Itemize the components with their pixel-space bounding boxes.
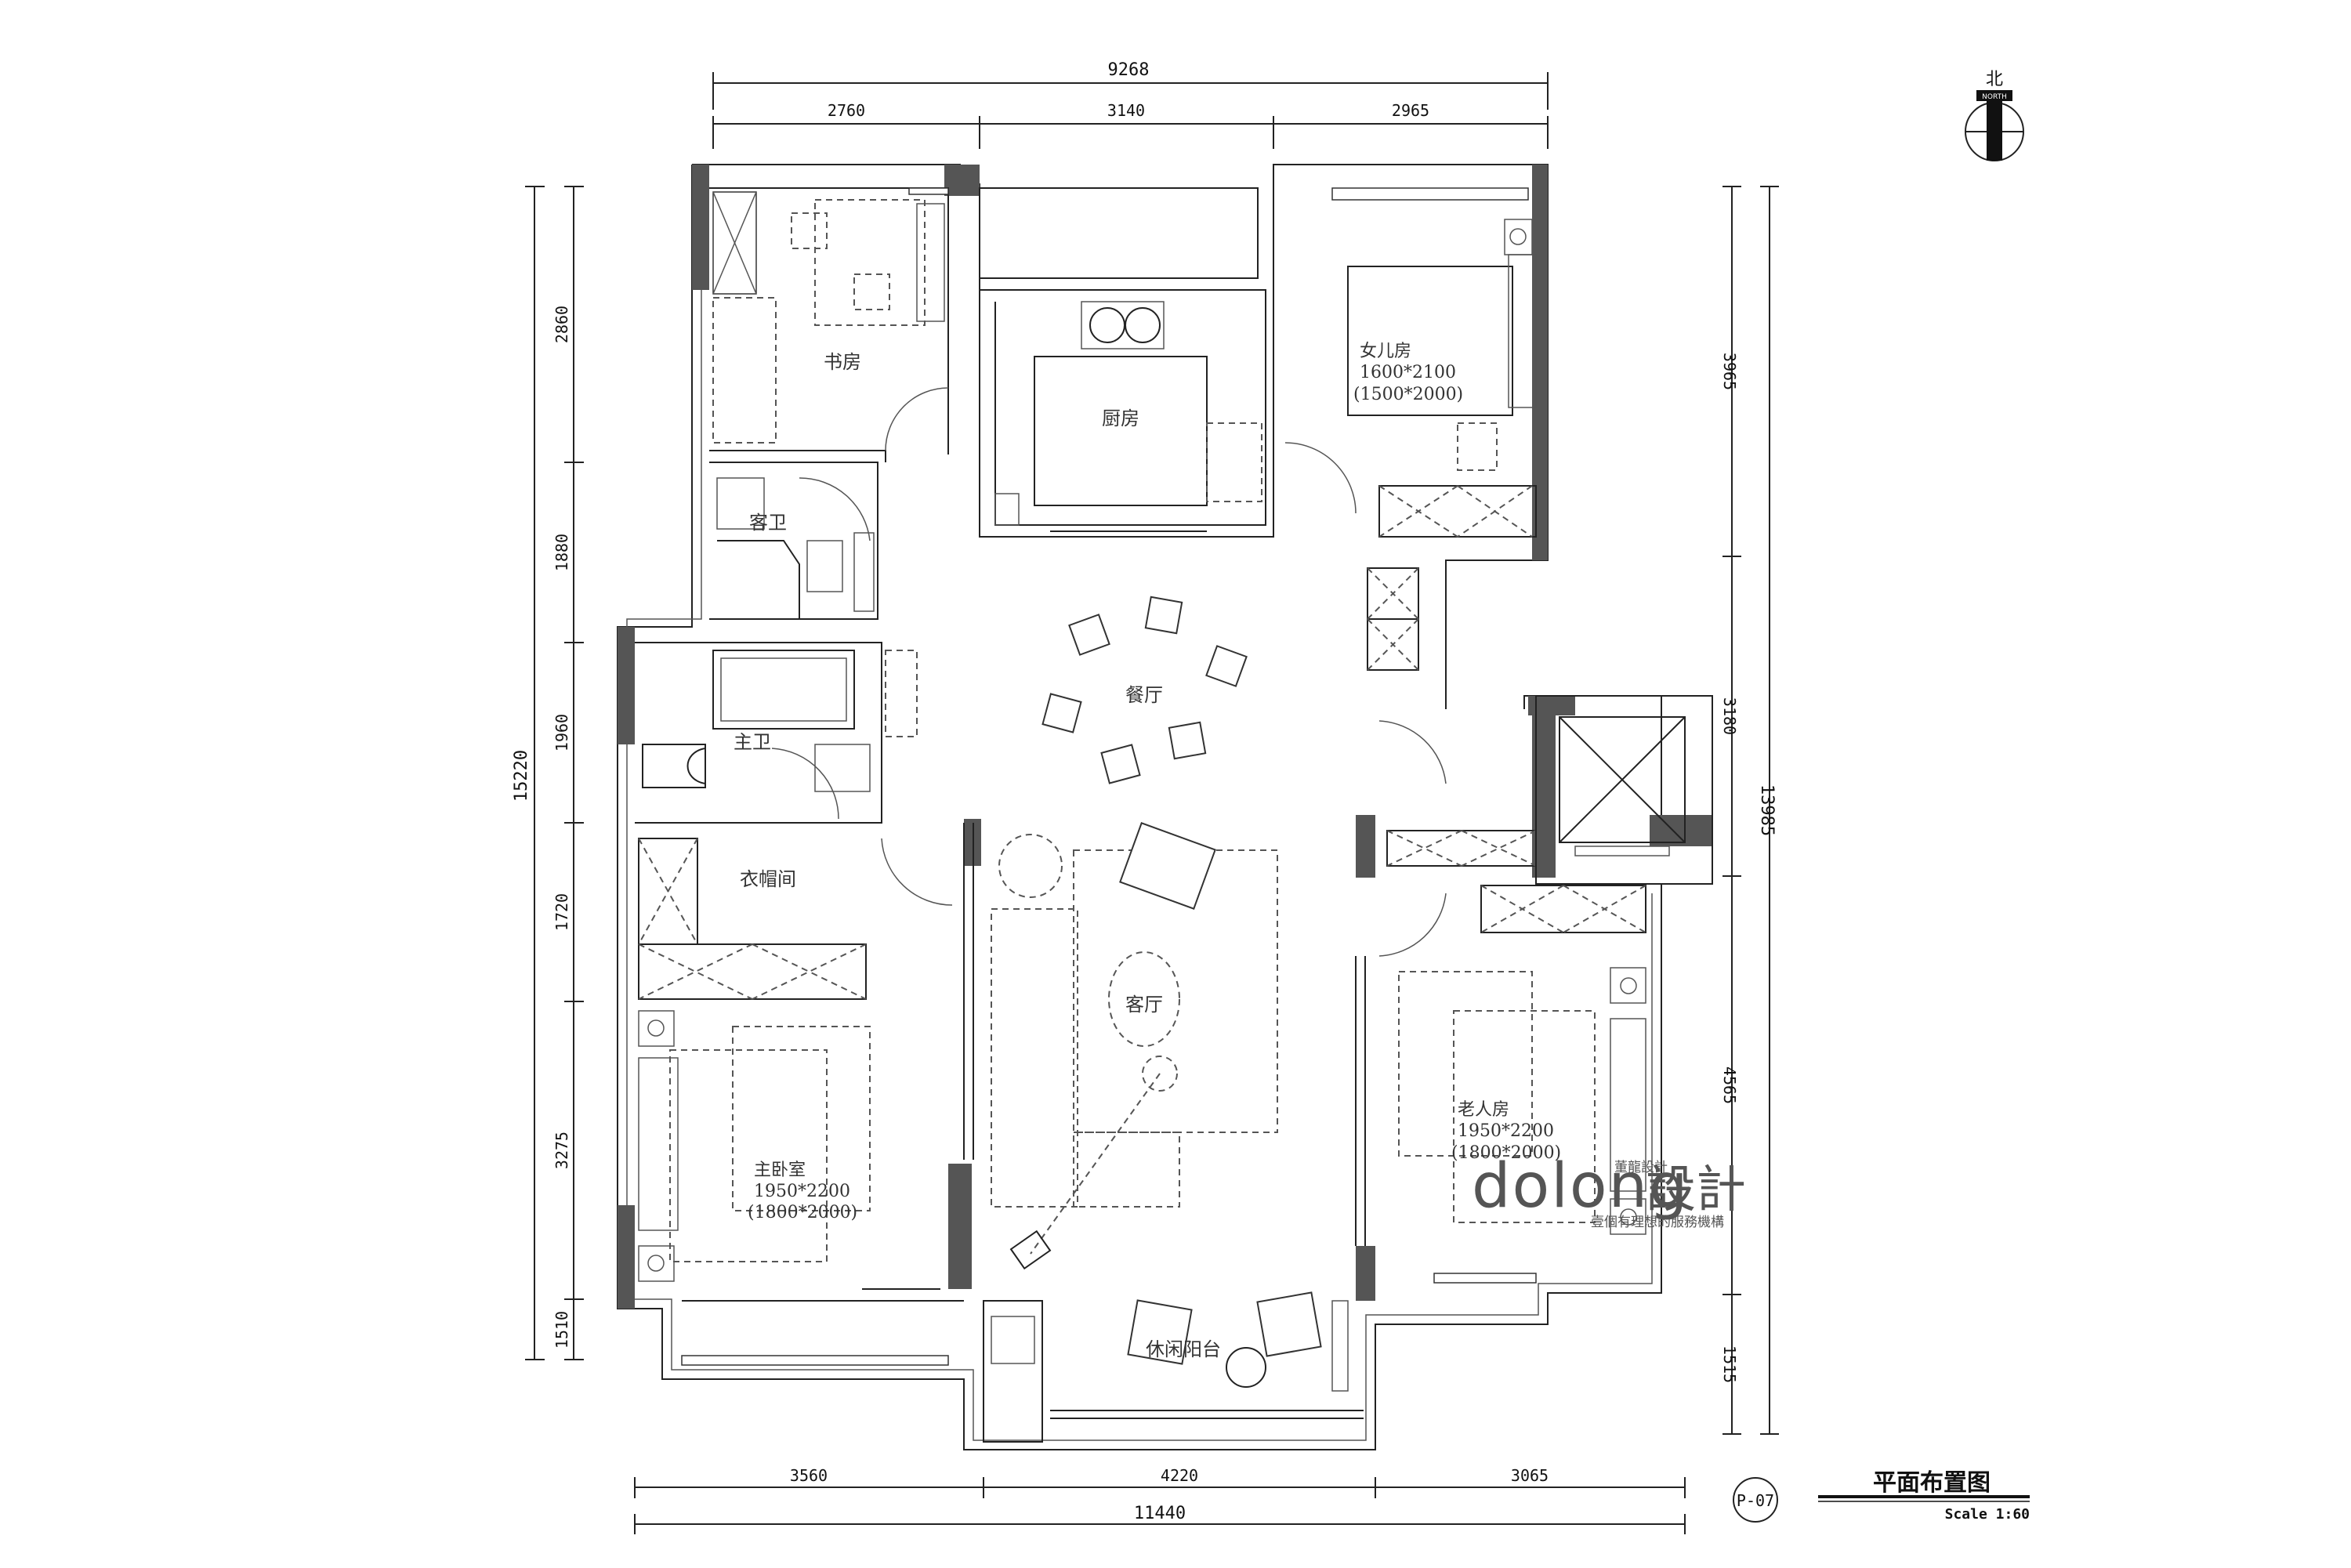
room-label-master-bedroom: 主卧室 [754, 1161, 806, 1180]
room-size-master: 1950*2200 [754, 1182, 850, 1201]
dim-left-seg-5: 3275 [552, 1132, 571, 1169]
room-elder: 老人房 1950*2200 (1800*2000) [1355, 885, 1646, 1284]
dim-left-total: 15220 [512, 750, 531, 802]
dim-right-seg-2: 3180 [1720, 697, 1739, 735]
dim-left-seg-6: 1510 [552, 1311, 571, 1349]
dim-right-total: 13985 [1757, 784, 1777, 836]
room-label-kitchen: 厨房 [1102, 407, 1139, 429]
room-cloakroom: 衣帽间 [638, 838, 953, 1000]
dim-bottom-seg-1: 3560 [790, 1466, 828, 1485]
dim-left-seg-1: 2860 [552, 306, 571, 343]
room-size2-elder: (1800*2000) [1451, 1143, 1561, 1163]
dimension-bottom: 3560 4220 3065 11440 [634, 1466, 1686, 1534]
dimension-top: 9268 2760 3140 2965 [712, 60, 1549, 149]
dim-top-seg-1: 2760 [828, 101, 865, 120]
room-kitchen: 厨房 [979, 187, 1266, 532]
room-study: 书房 [709, 187, 949, 462]
room-living: 客厅 [963, 822, 1278, 1270]
north-arrow: 北 NORTH [1965, 70, 2024, 161]
sheet-number: P-07 [1737, 1491, 1774, 1510]
room-size-elder: 1950*2200 [1458, 1121, 1554, 1141]
dim-right-seg-1: 3965 [1720, 353, 1739, 390]
room-guest-bath: 客卫 [709, 462, 878, 620]
north-label: 北 [1986, 70, 2003, 89]
room-master-bedroom: 主卧室 1950*2200 (1800*2000) [638, 1010, 964, 1366]
watermark-cn: 設計 [1646, 1161, 1746, 1219]
dim-top-seg-3: 2965 [1392, 101, 1429, 120]
drawing-title: 平面布置图 [1873, 1469, 1991, 1497]
room-label-daughter: 女儿房 [1360, 342, 1411, 361]
room-label-living: 客厅 [1125, 994, 1163, 1016]
room-label-study: 书房 [824, 351, 861, 373]
dim-bottom-seg-2: 4220 [1161, 1466, 1198, 1485]
watermark: dolong 設計 董龍設計 壹個有理想的服務機構 [1472, 1151, 1746, 1230]
watermark-slogan: 壹個有理想的服務機構 [1591, 1215, 1724, 1230]
room-size2-master: (1800*2000) [748, 1203, 857, 1222]
watermark-brand: dolong [1472, 1151, 1690, 1222]
dim-left-seg-4: 1720 [552, 893, 571, 931]
room-label-cloakroom: 衣帽间 [740, 868, 796, 890]
room-balcony: 休闲阳台 [983, 1291, 1364, 1443]
dimension-right: 3965 3180 4565 1515 13985 [1720, 186, 1779, 1435]
dim-right-seg-4: 1515 [1720, 1345, 1739, 1383]
dim-left-seg-2: 1880 [552, 534, 571, 571]
room-label-elder: 老人房 [1458, 1100, 1509, 1120]
dim-bottom-seg-3: 3065 [1511, 1466, 1549, 1485]
room-label-balcony: 休闲阳台 [1146, 1338, 1221, 1360]
room-label-master-bath: 主卫 [734, 731, 771, 753]
dim-bottom-total: 11440 [1134, 1504, 1186, 1523]
room-dining: 餐厅 [1041, 596, 1248, 784]
room-size-daughter: 1600*2100 [1360, 363, 1456, 382]
drawing-scale: Scale 1:60 [1945, 1506, 2030, 1523]
elevator-shaft [1535, 695, 1713, 885]
dim-top-seg-2: 3140 [1107, 101, 1145, 120]
room-label-guest-bath: 客卫 [749, 512, 787, 534]
room-label-dining: 餐厅 [1125, 684, 1163, 706]
watermark-cn-top: 董龍設計 [1614, 1160, 1668, 1175]
dimension-left: 15220 2860 1880 1960 1720 3275 1510 [512, 186, 584, 1360]
title-block: P-07 平面布置图 Scale 1:60 [1733, 1469, 2030, 1523]
north-label-en: NORTH [1982, 93, 2007, 101]
room-size2-daughter: (1500*2000) [1353, 385, 1463, 404]
dim-left-seg-3: 1960 [552, 714, 571, 751]
room-daughter: 女儿房 1600*2100 (1500*2000) [1284, 187, 1537, 538]
dim-right-seg-3: 4565 [1720, 1066, 1739, 1104]
dim-top-total: 9268 [1108, 60, 1150, 80]
entry-area [1367, 567, 1537, 957]
room-master-bath: 主卫 [635, 642, 918, 824]
